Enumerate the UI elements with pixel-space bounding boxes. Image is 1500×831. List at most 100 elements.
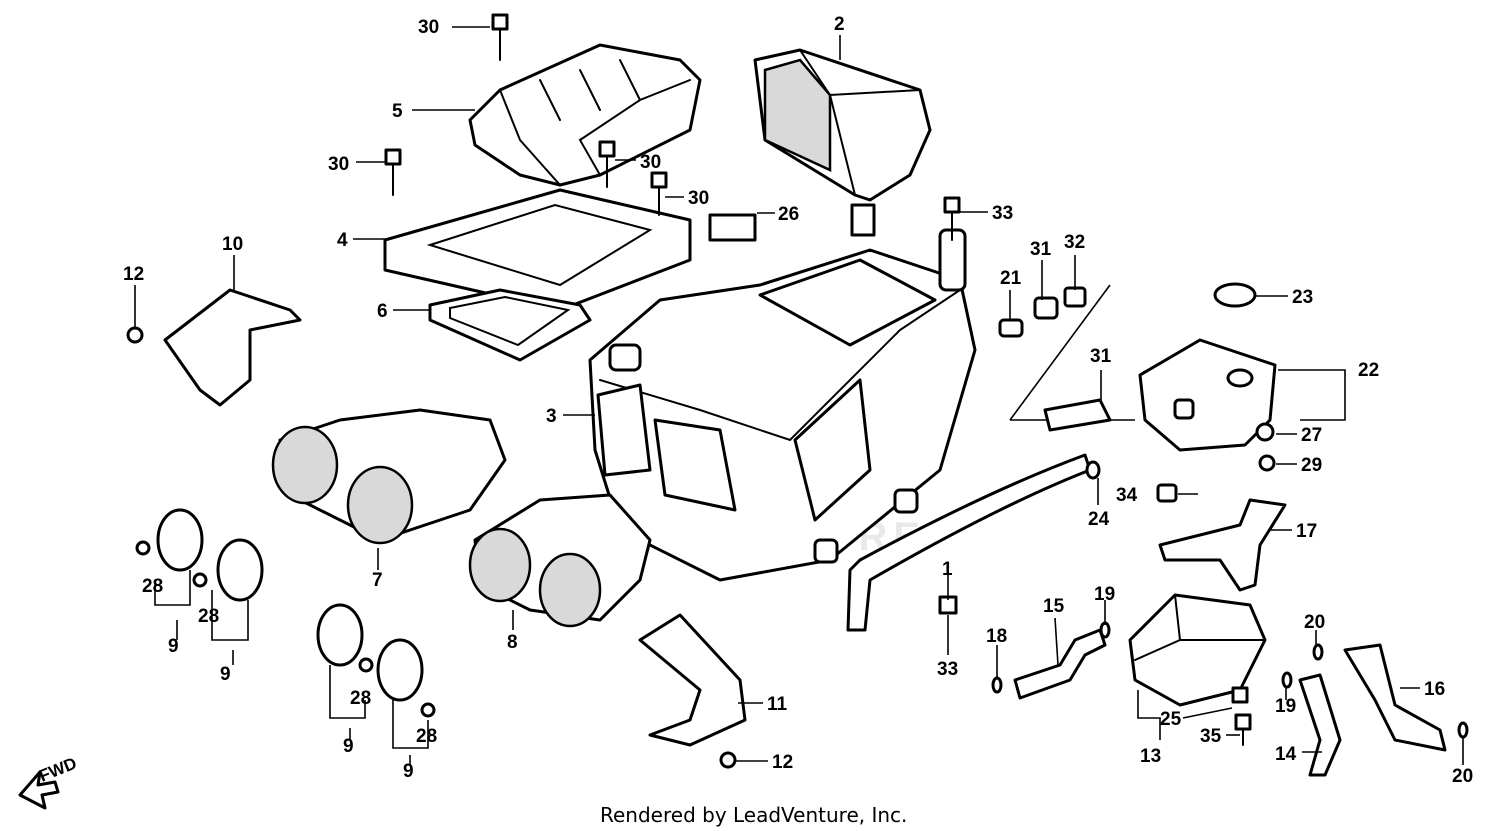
callout-2: 2 — [834, 14, 845, 35]
callout-28: 28 — [142, 576, 163, 597]
part-30-bolt-c[interactable] — [598, 140, 616, 188]
callout-20: 20 — [1304, 612, 1325, 633]
part-9-clamp-a[interactable] — [156, 508, 204, 572]
part-28-screw-b[interactable] — [192, 572, 208, 588]
part-31-clip[interactable] — [1033, 296, 1059, 320]
callout-30: 30 — [640, 152, 661, 173]
callout-24: 24 — [1088, 509, 1110, 530]
part-6-gasket[interactable] — [428, 288, 592, 362]
part-8-intake-joint[interactable] — [468, 493, 652, 628]
callout-29: 29 — [1301, 455, 1322, 476]
part-27-cap[interactable] — [1255, 422, 1275, 442]
part-29-screw[interactable] — [1258, 454, 1276, 472]
callout-23: 23 — [1292, 287, 1313, 308]
callout-13: 13 — [1140, 746, 1161, 767]
part-13-sub-tank[interactable] — [1128, 593, 1267, 707]
part-2-filter-element[interactable] — [753, 48, 932, 237]
callout-33: 33 — [937, 659, 958, 680]
part-5-intake-duct[interactable] — [468, 43, 702, 187]
part-32-fitting[interactable] — [1063, 286, 1087, 308]
callout-5: 5 — [392, 101, 403, 122]
part-7-intake-joint[interactable] — [271, 408, 507, 545]
part-28-screw-a[interactable] — [135, 540, 151, 556]
callout-8: 8 — [507, 632, 518, 653]
callout-17: 17 — [1296, 521, 1317, 542]
callout-31: 31 — [1090, 346, 1112, 367]
part-33-bolt-a[interactable] — [943, 196, 961, 241]
callout-4: 4 — [337, 230, 348, 251]
callout-28: 28 — [416, 726, 437, 747]
part-12-screw-b[interactable] — [719, 751, 737, 769]
callout-27: 27 — [1301, 425, 1322, 446]
part-20-clip-b[interactable] — [1457, 721, 1469, 739]
callout-9: 9 — [220, 664, 231, 685]
part-25-bolt[interactable] — [1231, 686, 1249, 704]
part-34-bolt[interactable] — [1156, 483, 1178, 503]
callout-6: 6 — [377, 301, 388, 322]
part-24-clip[interactable] — [1085, 460, 1101, 480]
callout-28: 28 — [350, 688, 371, 709]
callout-9: 9 — [168, 636, 179, 657]
callout-3: 3 — [546, 406, 557, 427]
callout-30: 30 — [328, 154, 349, 175]
part-28-screw-d[interactable] — [420, 702, 436, 718]
callout-22: 22 — [1358, 360, 1379, 381]
callout-32: 32 — [1064, 232, 1085, 253]
part-2-neck — [850, 203, 876, 237]
credit-text: Rendered by LeadVenture, Inc. — [600, 803, 907, 827]
callout-14: 14 — [1275, 744, 1297, 765]
part-35-bolt[interactable] — [1234, 713, 1252, 746]
callout-20: 20 — [1452, 766, 1473, 787]
part-18-clip[interactable] — [991, 676, 1003, 694]
part-14-hose[interactable] — [1298, 673, 1342, 777]
part-20-clip-a[interactable] — [1312, 643, 1324, 661]
part-22-reservoir-tank[interactable] — [1138, 338, 1277, 452]
fwd-arrow: FWD — [18, 754, 79, 810]
callout-35: 35 — [1200, 726, 1222, 747]
part-15-hose[interactable] — [1013, 628, 1107, 700]
part-16-hose[interactable] — [1343, 643, 1447, 752]
callout-19: 19 — [1094, 584, 1115, 605]
callout-28: 28 — [198, 606, 219, 627]
part-19-clip-b[interactable] — [1281, 671, 1293, 689]
callout-16: 16 — [1424, 679, 1445, 700]
callout-18: 18 — [986, 626, 1007, 647]
part-11-lower-guard[interactable] — [638, 613, 747, 747]
part-12-screw-a[interactable] — [126, 326, 144, 344]
part-30-bolt-b[interactable] — [384, 148, 402, 196]
callout-10: 10 — [222, 234, 243, 255]
callout-15: 15 — [1043, 596, 1065, 617]
callout-34: 34 — [1116, 485, 1138, 506]
part-3-air-cleaner-case[interactable] — [588, 228, 977, 582]
callout-25: 25 — [1160, 709, 1182, 730]
callout-30: 30 — [418, 17, 439, 38]
callout-33: 33 — [992, 203, 1013, 224]
part-1-drain-tube[interactable] — [846, 453, 1092, 632]
part-19-clip-a[interactable] — [1099, 621, 1111, 639]
callout-1: 1 — [942, 559, 953, 580]
callout-9: 9 — [403, 761, 414, 782]
part-10-strap[interactable] — [163, 288, 302, 407]
part-17-bracket[interactable] — [1158, 498, 1287, 592]
callout-7: 7 — [372, 570, 383, 591]
part-26-label[interactable] — [708, 213, 757, 242]
callout-11: 11 — [767, 694, 788, 715]
callout-12: 12 — [772, 752, 793, 773]
callout-12: 12 — [123, 264, 144, 285]
part-23-grommet[interactable] — [1213, 282, 1257, 308]
part-28-screw-c[interactable] — [358, 657, 374, 673]
part-21-fitting[interactable] — [998, 318, 1024, 338]
callout-31: 31 — [1030, 239, 1052, 260]
leader-lines — [134, 26, 1464, 765]
part-31-hose-clip[interactable] — [1043, 398, 1112, 432]
callout-19: 19 — [1275, 696, 1296, 717]
callout-30: 30 — [688, 188, 709, 209]
part-30-bolt-d[interactable] — [650, 171, 668, 216]
part-9-clamp-c[interactable] — [316, 603, 364, 667]
callout-21: 21 — [1000, 268, 1022, 289]
part-4-cover-plate[interactable] — [383, 188, 692, 312]
part-30-bolt-a[interactable] — [491, 13, 509, 61]
part-9-clamp-d[interactable] — [376, 638, 424, 702]
part-9-clamp-b[interactable] — [216, 538, 264, 602]
